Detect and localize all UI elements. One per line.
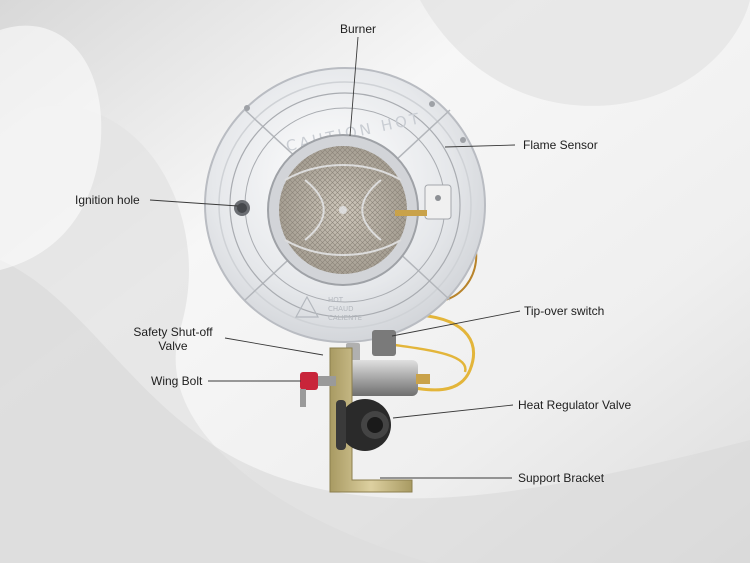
tip-over-switch-leader [391, 310, 521, 337]
burner-leader [349, 36, 359, 137]
control-knob-icon [336, 399, 391, 451]
background-swoosh [0, 260, 750, 563]
burner-screen-icon [267, 134, 419, 286]
label-support-bracket: Support Bracket [518, 471, 605, 485]
gas-line [394, 343, 467, 373]
label-heat-regulator-valve: Heat Regulator Valve [518, 398, 632, 412]
flame-sensor-leader [444, 144, 516, 148]
safety-shutoff-leader [224, 337, 324, 356]
label-tip-over-switch: Tip-over switch [524, 304, 605, 318]
label-safety-shutoff-line2: Valve [158, 339, 188, 353]
flame-sensor [395, 184, 452, 220]
svg-text:CHAUD: CHAUD [328, 305, 353, 313]
ignition-hole-leader [149, 199, 239, 207]
label-burner: Burner [340, 22, 377, 36]
tip-over-switch [372, 330, 396, 356]
label-safety-shutoff-line1: Safety Shut-off [133, 325, 213, 339]
heat-regulator-leader [392, 404, 514, 419]
wing-bolt-icon [300, 372, 336, 407]
label-wing-bolt: Wing Bolt [151, 374, 203, 388]
label-flame-sensor: Flame Sensor [523, 138, 598, 152]
support-bracket-icon [329, 347, 413, 493]
svg-text:CALIENTE: CALIENTE [328, 314, 362, 322]
svg-text:HOT: HOT [328, 296, 344, 304]
label-safety-shutoff-valve: Safety Shut-off Valve [128, 325, 218, 353]
warning-engraving: HOT CHAUD CALIENTE [294, 295, 362, 322]
background-swoosh [0, 25, 102, 270]
leader-lines [149, 36, 521, 479]
gas-inlet-fitting [416, 374, 430, 384]
background-swoosh [420, 0, 750, 106]
label-ignition-hole: Ignition hole [75, 193, 140, 207]
